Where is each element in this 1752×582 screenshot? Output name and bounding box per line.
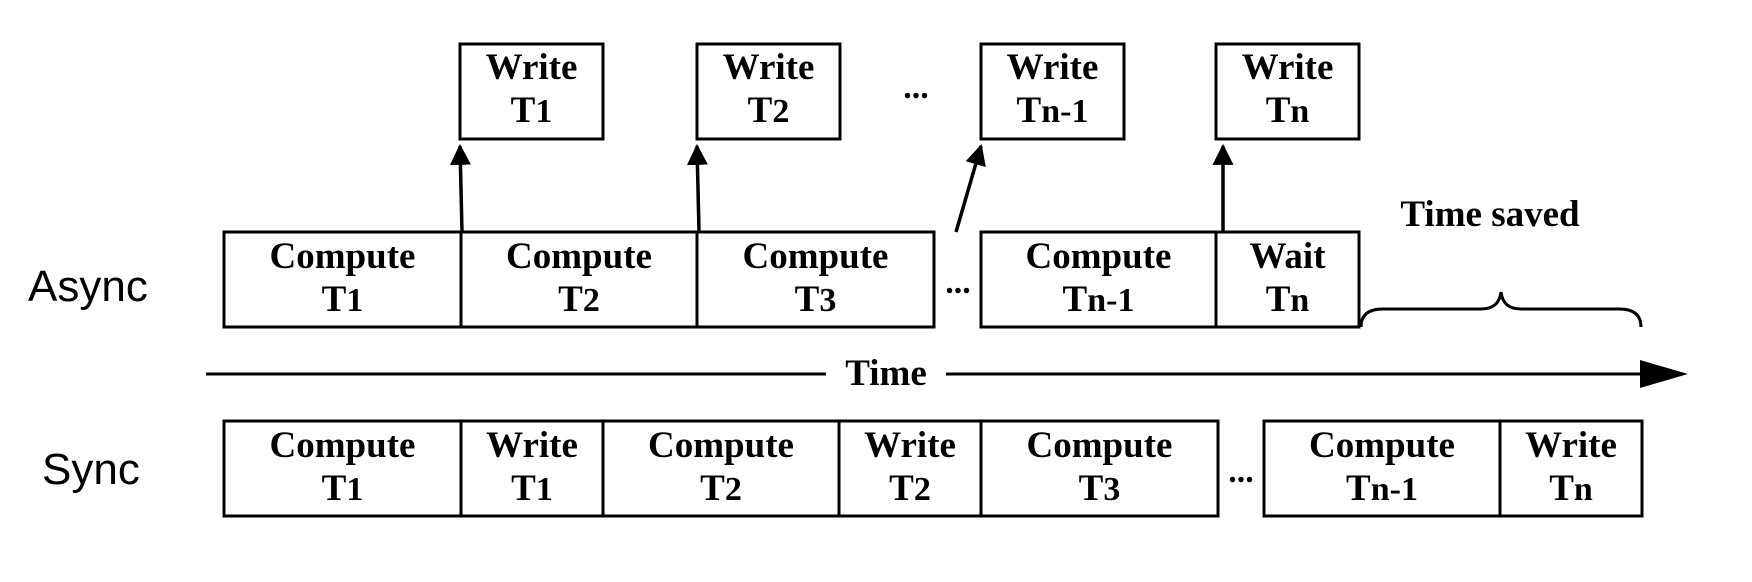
write-box-task: T1 (511, 90, 553, 131)
write-box-t1: Write T1 (458, 42, 605, 141)
async-row-frame-left (222, 230, 936, 329)
svg-text:Tn: Tn (1549, 468, 1593, 509)
sync-ellipsis: ... (1228, 453, 1254, 490)
time-saved-brace (1359, 291, 1643, 328)
write-box-tn: Write Tn (1214, 42, 1361, 141)
svg-text:Wait: Wait (1249, 236, 1326, 277)
svg-text:Compute: Compute (743, 236, 889, 277)
time-axis-label: Time (845, 353, 927, 394)
sync-write-tn: Write Tn (1525, 425, 1617, 509)
svg-text:Compute: Compute (270, 425, 416, 466)
svg-text:Compute: Compute (648, 425, 794, 466)
sync-row: Compute T1 Write T1 Compute T2 Write T2 … (222, 419, 1644, 518)
write-box-t2: Write T2 (695, 42, 842, 141)
svg-text:Compute: Compute (270, 236, 416, 277)
write-ellipsis: ... (903, 69, 929, 106)
svg-text:T1: T1 (322, 468, 364, 509)
sync-row-frame-left (222, 419, 1220, 518)
async-compute-tn-1: Compute Tn-1 (1026, 236, 1172, 320)
sync-compute-t1: Compute T1 (270, 425, 416, 509)
svg-text:T2: T2 (700, 468, 742, 509)
sync-write-t1: Write T1 (486, 425, 578, 509)
time-saved-label: Time saved (1400, 194, 1580, 235)
async-compute-t2: Compute T2 (506, 236, 652, 320)
arrow-to-write-t2 (686, 143, 708, 233)
arrow-to-write-t1 (449, 143, 471, 233)
write-box-task: Tn-1 (1017, 90, 1089, 131)
sync-row-label: Sync (42, 445, 140, 494)
async-compute-t3: Compute T3 (743, 236, 889, 320)
write-box-label: Write (1007, 47, 1099, 88)
svg-text:T2: T2 (558, 279, 600, 320)
svg-text:Compute: Compute (506, 236, 652, 277)
sync-row-frame-right (1262, 419, 1644, 518)
write-box-tn-1: Write Tn-1 (979, 42, 1126, 141)
async-compute-t1: Compute T1 (270, 236, 416, 320)
svg-text:T3: T3 (795, 279, 837, 320)
svg-text:Tn: Tn (1266, 279, 1310, 320)
arrow-to-write-tn-1 (954, 143, 986, 233)
async-row: Compute T1 Compute T2 Compute T3 ... Com… (222, 230, 1361, 329)
svg-text:Write: Write (1525, 425, 1617, 466)
sync-compute-tn-1: Compute Tn-1 (1309, 425, 1455, 509)
svg-text:T2: T2 (889, 468, 931, 509)
svg-text:T1: T1 (511, 468, 553, 509)
svg-text:T1: T1 (322, 279, 364, 320)
write-box-label: Write (1242, 47, 1334, 88)
write-box-label: Write (486, 47, 578, 88)
svg-text:Compute: Compute (1027, 425, 1173, 466)
write-box-label: Write (723, 47, 815, 88)
write-box-task: T2 (748, 90, 790, 131)
svg-text:Tn-1: Tn-1 (1063, 279, 1135, 320)
sync-compute-t2: Compute T2 (648, 425, 794, 509)
write-box-task: Tn (1266, 90, 1310, 131)
async-row-label: Async (28, 262, 148, 311)
svg-text:Compute: Compute (1026, 236, 1172, 277)
svg-text:Write: Write (486, 425, 578, 466)
svg-text:T3: T3 (1079, 468, 1121, 509)
sync-compute-t3: Compute T3 (1027, 425, 1173, 509)
svg-text:Tn-1: Tn-1 (1346, 468, 1418, 509)
async-row-frame-right (979, 230, 1361, 329)
svg-text:Write: Write (864, 425, 956, 466)
svg-text:Compute: Compute (1309, 425, 1455, 466)
async-wait-tn: Wait Tn (1249, 236, 1326, 320)
sync-write-t2: Write T2 (864, 425, 956, 509)
time-axis-arrowhead (1640, 360, 1688, 388)
async-ellipsis: ... (945, 264, 971, 301)
